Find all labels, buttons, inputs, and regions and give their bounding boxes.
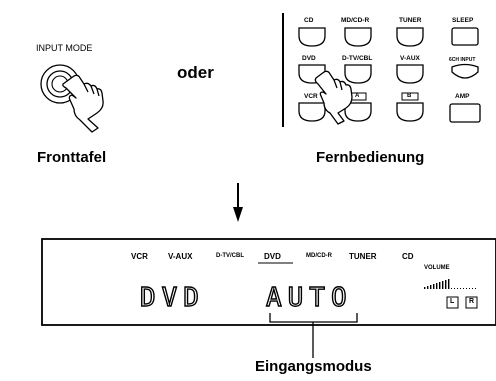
volume-label: VOLUME [424,265,450,271]
right-channel-box [465,296,478,309]
left-channel-label: L [450,298,455,305]
remote-key-md: MD/CD-R [341,17,370,24]
display-source-tuner: TUNER [349,252,377,261]
display-source-dvd: DVD [264,252,281,261]
front-panel-caption: Fronttafel [37,149,107,166]
down-arrow-icon [233,183,243,222]
remote-key-sleep: SLEEP [452,17,474,24]
display-main-text: DVD [139,282,205,313]
remote-key-b: B [407,93,412,99]
remote-key-tuner: TUNER [399,17,422,24]
display-mode-text: AUTO [265,282,353,313]
left-channel-box [446,296,459,309]
remote-key-amp: AMP [455,93,470,100]
input-mode-label: INPUT MODE [36,43,93,53]
remote-key-dvd: DVD [302,55,316,62]
remote-key-dtv: D-TV/CBL [342,55,373,62]
display-source-dtv: D-TV/CBL [216,253,244,259]
display-source-cd: CD [402,252,414,261]
remote-key-a: A [355,93,360,99]
or-label: oder [177,63,214,82]
right-channel-label: R [469,298,475,305]
volume-meter [424,279,476,289]
input-mode-callout: Eingangsmodus [255,358,372,375]
display-frame [41,238,496,326]
remote-key-vcr: VCR [304,93,318,100]
pressing-hand-icon [62,74,104,133]
remote-hand-icon [314,70,353,125]
mode-bracket [269,313,358,358]
remote-key-6ch: 6CH INPUT [449,57,476,63]
b-key-box [401,92,419,101]
display-source-mdcdr: MD/CD-R [306,253,332,259]
remote-key-cd: CD [304,17,314,24]
display-source-vcr: VCR [131,252,148,261]
remote-caption: Fernbedienung [316,149,425,166]
remote-key-vaux: V-AUX [400,55,420,62]
display-source-vaux: V-AUX [168,252,193,261]
